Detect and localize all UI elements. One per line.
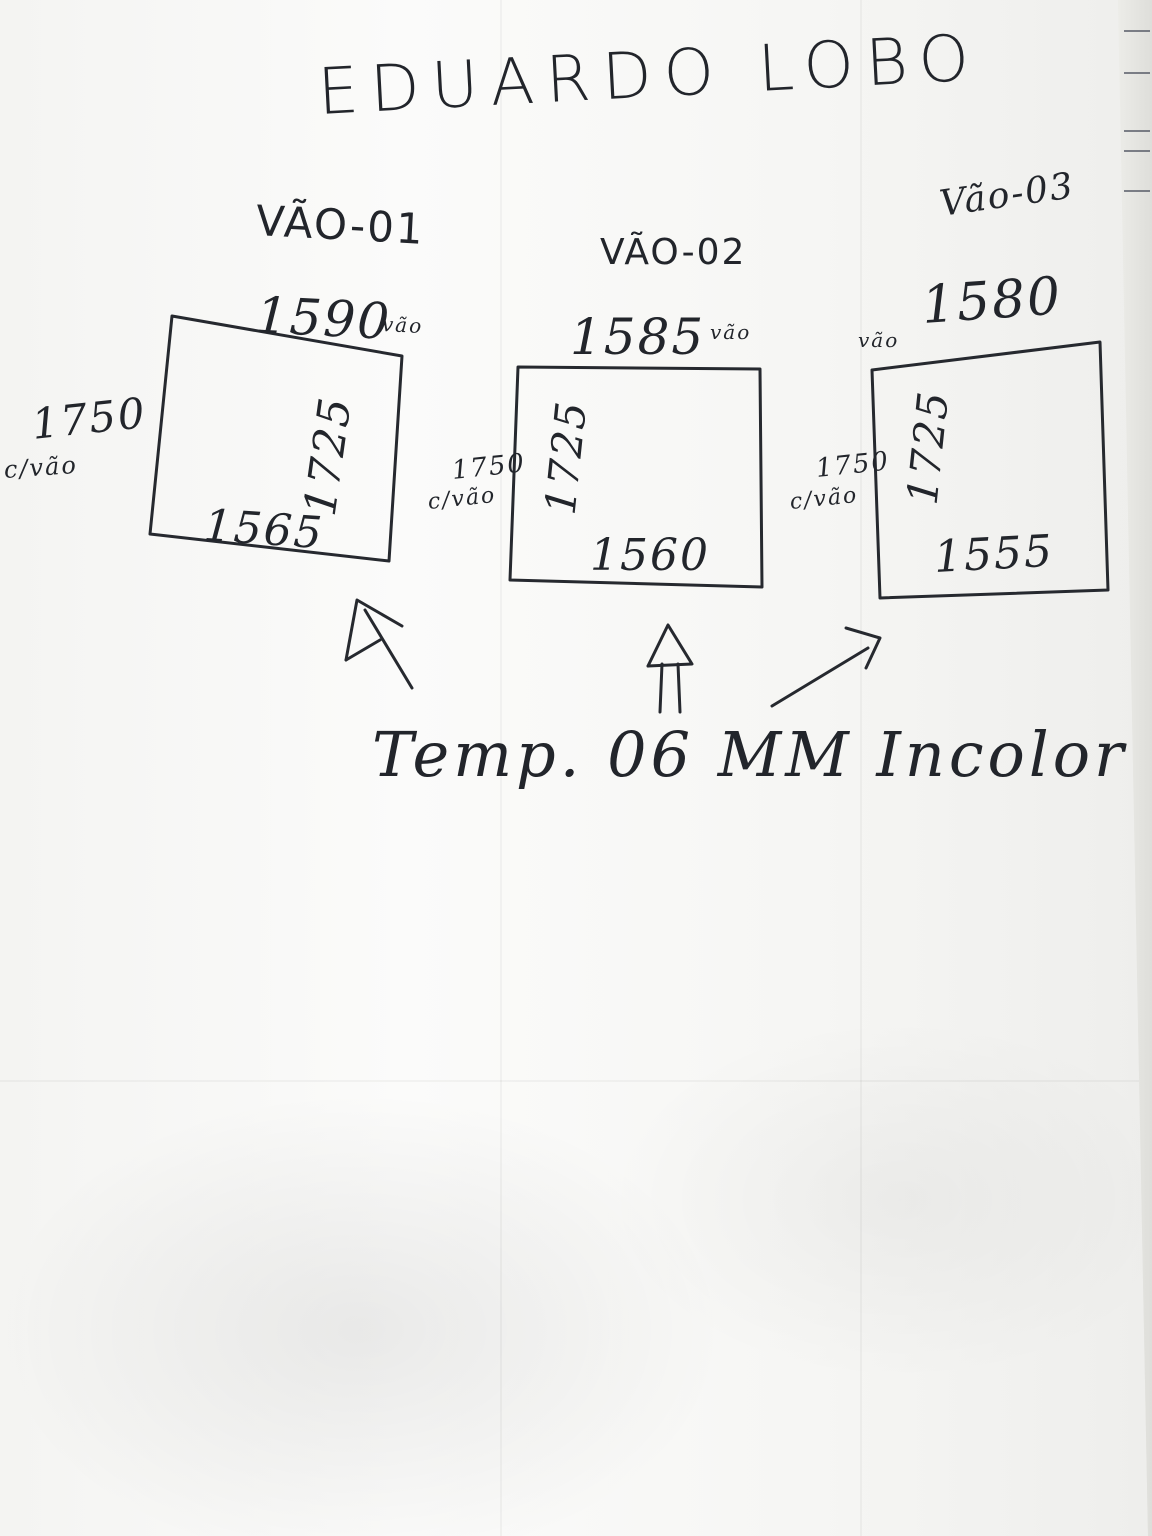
arrow-to-opening-2 bbox=[646, 623, 694, 714]
opening-1-left-suffix: c/vão bbox=[3, 450, 79, 484]
opening-3-top-prefix: vão bbox=[858, 328, 900, 352]
opening-3-frame bbox=[870, 340, 1110, 600]
opening-3-top-width: 1580 bbox=[919, 266, 1065, 336]
arrow-to-opening-3 bbox=[770, 626, 882, 708]
opening-3-bottom-width: 1555 bbox=[932, 525, 1056, 583]
opening-2-frame bbox=[508, 365, 764, 589]
background-scribble bbox=[1124, 190, 1150, 192]
background-scribble bbox=[1124, 30, 1150, 32]
opening-2-label: VÃO-02 bbox=[600, 232, 747, 273]
opening-1-bottom-width: 1565 bbox=[202, 500, 326, 560]
opening-2-top-suffix: vão bbox=[710, 320, 752, 344]
arrow-to-opening-1 bbox=[344, 598, 414, 690]
background-scribble bbox=[1124, 72, 1150, 74]
background-scribble bbox=[1124, 130, 1150, 132]
opening-2-top-width: 1585 bbox=[570, 308, 706, 366]
opening-1-frame bbox=[148, 314, 404, 563]
background-scribble bbox=[1124, 150, 1150, 152]
glass-specification-note: Temp. 06 MM Incolor bbox=[372, 718, 1128, 791]
opening-1-top-width: 1590 bbox=[254, 286, 393, 352]
opening-1-top-suffix: vão bbox=[381, 312, 424, 339]
opening-1-label: VÃO-01 bbox=[254, 196, 426, 254]
opening-2-bottom-width: 1560 bbox=[590, 530, 710, 581]
